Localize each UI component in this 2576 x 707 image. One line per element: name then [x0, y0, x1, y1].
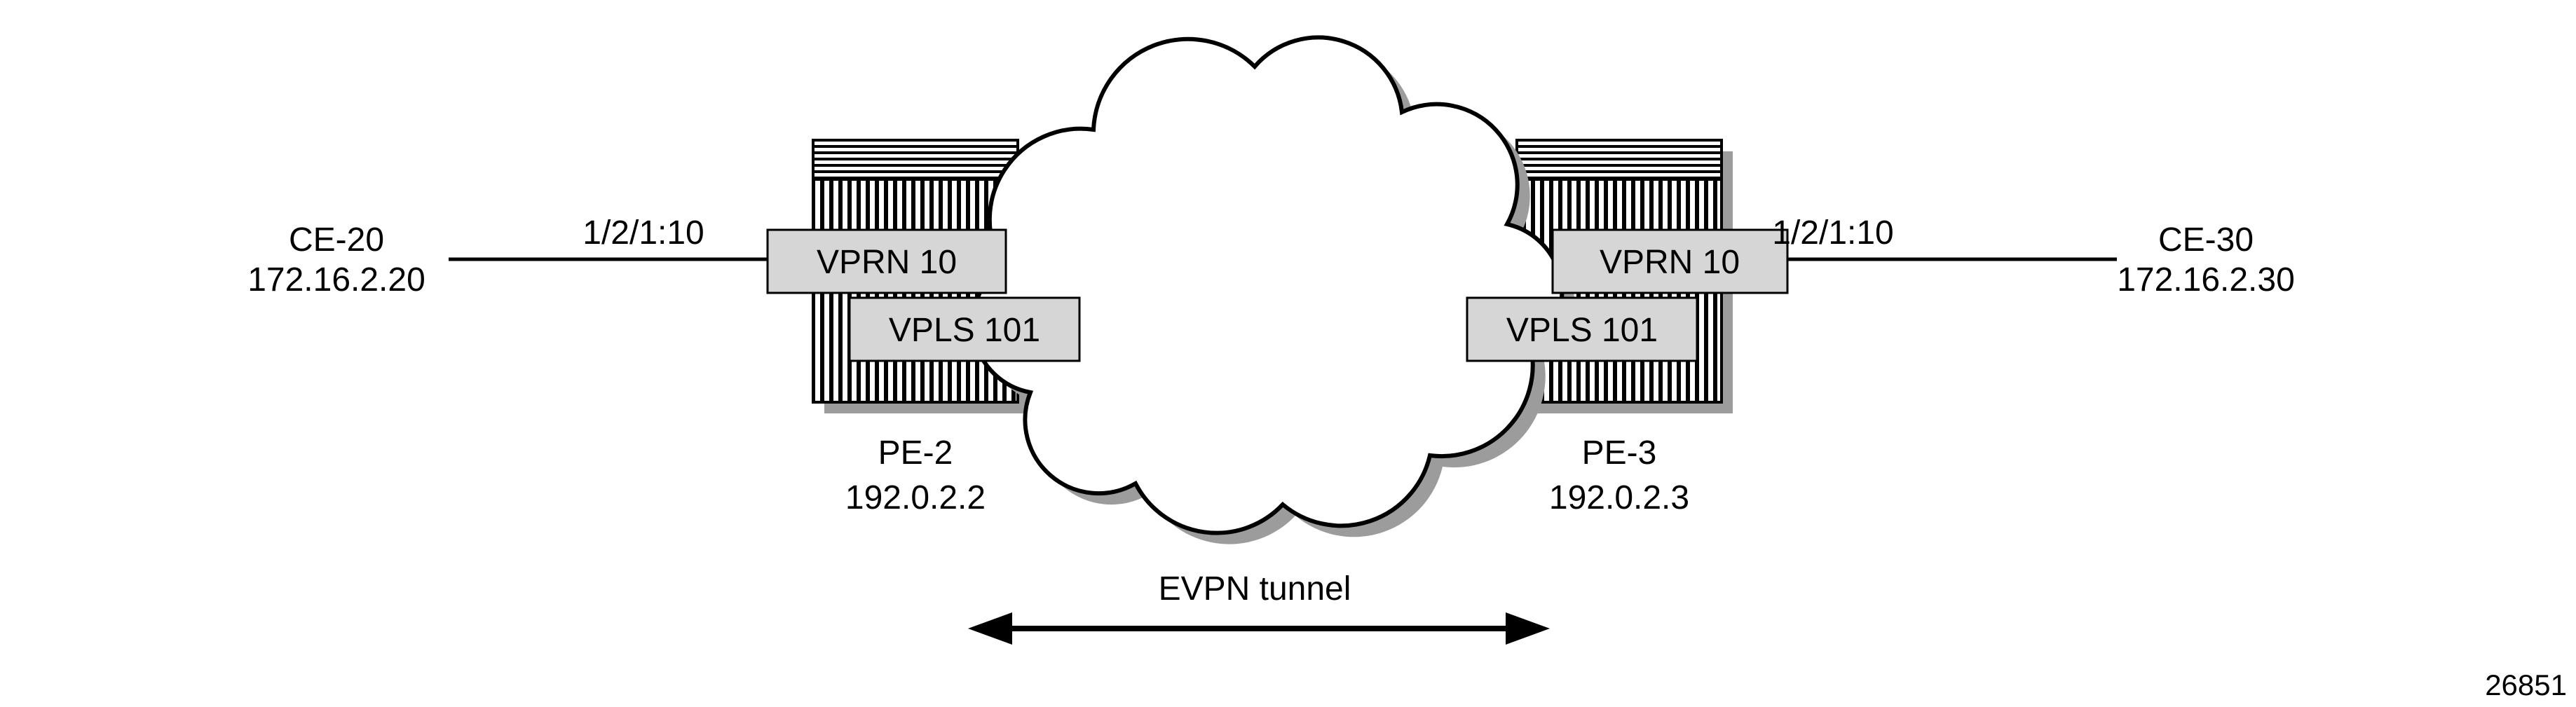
- figure-number: 26851: [2485, 668, 2567, 701]
- core-network-cloud: [970, 35, 1575, 544]
- evpn-tunnel-label: EVPN tunnel: [1159, 570, 1351, 608]
- ce30-ip-label: 172.16.2.30: [2117, 261, 2295, 298]
- pe2-vpls-rect: [848, 296, 1081, 362]
- pe3-name-label: PE-3: [1582, 434, 1657, 472]
- ce30-name-label: CE-30: [2158, 221, 2254, 259]
- ce20-node: CE-20 172.16.2.20: [247, 221, 425, 298]
- double-arrow: [968, 612, 1550, 645]
- pe2-node-labels: PE-2 192.0.2.2: [845, 434, 986, 516]
- pe3-router-lid: [1515, 139, 1723, 181]
- pe2-vpls-box: VPLS 101: [848, 296, 1081, 362]
- pe2-vprn-box: VPRN 10: [766, 228, 1007, 294]
- pe2-ip-label: 192.0.2.2: [845, 479, 986, 516]
- pe3-vprn-label: VPRN 10: [1600, 244, 1740, 281]
- ce20-ip-label: 172.16.2.20: [247, 261, 425, 298]
- evpn-tunnel-annotation: EVPN tunnel: [968, 570, 1550, 645]
- pe3-vpls-label: VPLS 101: [1506, 312, 1658, 349]
- arrowhead-right: [1506, 612, 1550, 645]
- pe3-node-labels: PE-3 192.0.2.3: [1549, 434, 1689, 516]
- pe3-vpls-box: VPLS 101: [1466, 296, 1698, 362]
- pe3-vprn-rect: [1551, 228, 1789, 294]
- pe3-port-label: 1/2/1:10: [1772, 214, 1893, 252]
- pe3-vpls-rect: [1466, 296, 1698, 362]
- pe2-router-lid: [812, 139, 1019, 181]
- pe2-vpls-label: VPLS 101: [889, 312, 1040, 349]
- pe3-ip-label: 192.0.2.3: [1549, 479, 1689, 516]
- pe2-port-label: 1/2/1:10: [582, 214, 704, 252]
- arrowhead-left: [968, 612, 1012, 645]
- pe3-vprn-box: VPRN 10: [1551, 228, 1789, 294]
- pe2-vprn-label: VPRN 10: [817, 244, 957, 281]
- pe2-vprn-rect: [766, 228, 1007, 294]
- pe2-name-label: PE-2: [878, 434, 953, 472]
- ce30-node: CE-30 172.16.2.30: [2117, 221, 2295, 298]
- ce20-name-label: CE-20: [289, 221, 384, 259]
